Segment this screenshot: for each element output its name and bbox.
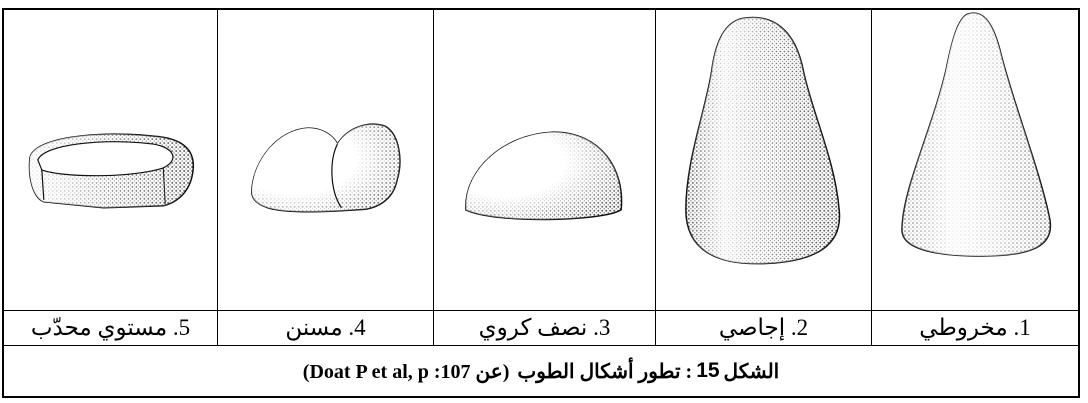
label-hemispherical: 3. نصف كروي <box>434 311 656 345</box>
caption-number: 15 <box>696 359 719 383</box>
figure-caption: الشكل 15 : تطور أشكال الطوب (عن Doat P e… <box>4 345 1078 396</box>
image-cell-plano-convex <box>4 10 218 310</box>
labels-row: 5. مستوي محدّب 4. مسنن 3. نصف كروي 2. إج… <box>4 310 1078 345</box>
image-cell-pear <box>656 10 872 310</box>
caption-text: : تطور أشكال الطوب <box>517 359 692 384</box>
image-cell-toothed <box>218 10 434 310</box>
images-row <box>4 10 1078 310</box>
image-cell-hemispherical <box>434 10 656 310</box>
caption-prefix: الشكل <box>724 359 780 384</box>
pear-brick-drawing <box>656 10 871 310</box>
label-plano-convex: 5. مستوي محدّب <box>4 311 218 345</box>
label-toothed: 4. مسنن <box>218 311 434 345</box>
figure-table: 5. مستوي محدّب 4. مسنن 3. نصف كروي 2. إج… <box>2 8 1080 398</box>
conical-brick-drawing <box>872 10 1078 310</box>
image-cell-conical <box>872 10 1078 310</box>
label-pear: 2. إجاصي <box>656 311 872 345</box>
toothed-brick-drawing <box>218 10 433 310</box>
caption-reference: (عن Doat P et al, p :107) <box>303 359 510 384</box>
plano-convex-brick-drawing <box>4 10 217 310</box>
label-conical: 1. مخروطي <box>872 311 1078 345</box>
hemispherical-brick-drawing <box>434 10 655 310</box>
